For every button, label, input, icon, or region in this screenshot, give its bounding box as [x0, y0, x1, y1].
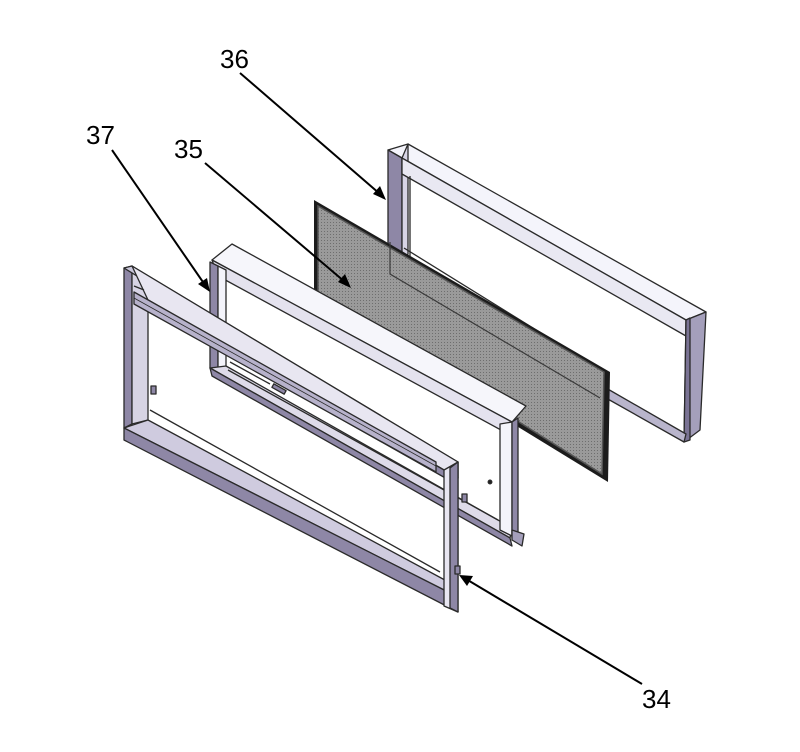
leader-line-37	[111, 149, 210, 292]
callout-37: 37	[86, 120, 115, 150]
front-frame-part-34	[123, 265, 468, 613]
mesh-screen-part-35	[314, 200, 610, 482]
callout-36: 36	[220, 44, 249, 74]
rear-frame-part-36	[387, 143, 707, 443]
leader-line-34	[459, 575, 643, 685]
leader-line-36	[239, 72, 386, 200]
callout-35: 35	[174, 134, 203, 164]
leader-lines	[111, 72, 643, 685]
middle-frame-part-37	[209, 243, 527, 547]
callout-34: 34	[642, 684, 671, 714]
leader-line-35	[204, 162, 351, 288]
